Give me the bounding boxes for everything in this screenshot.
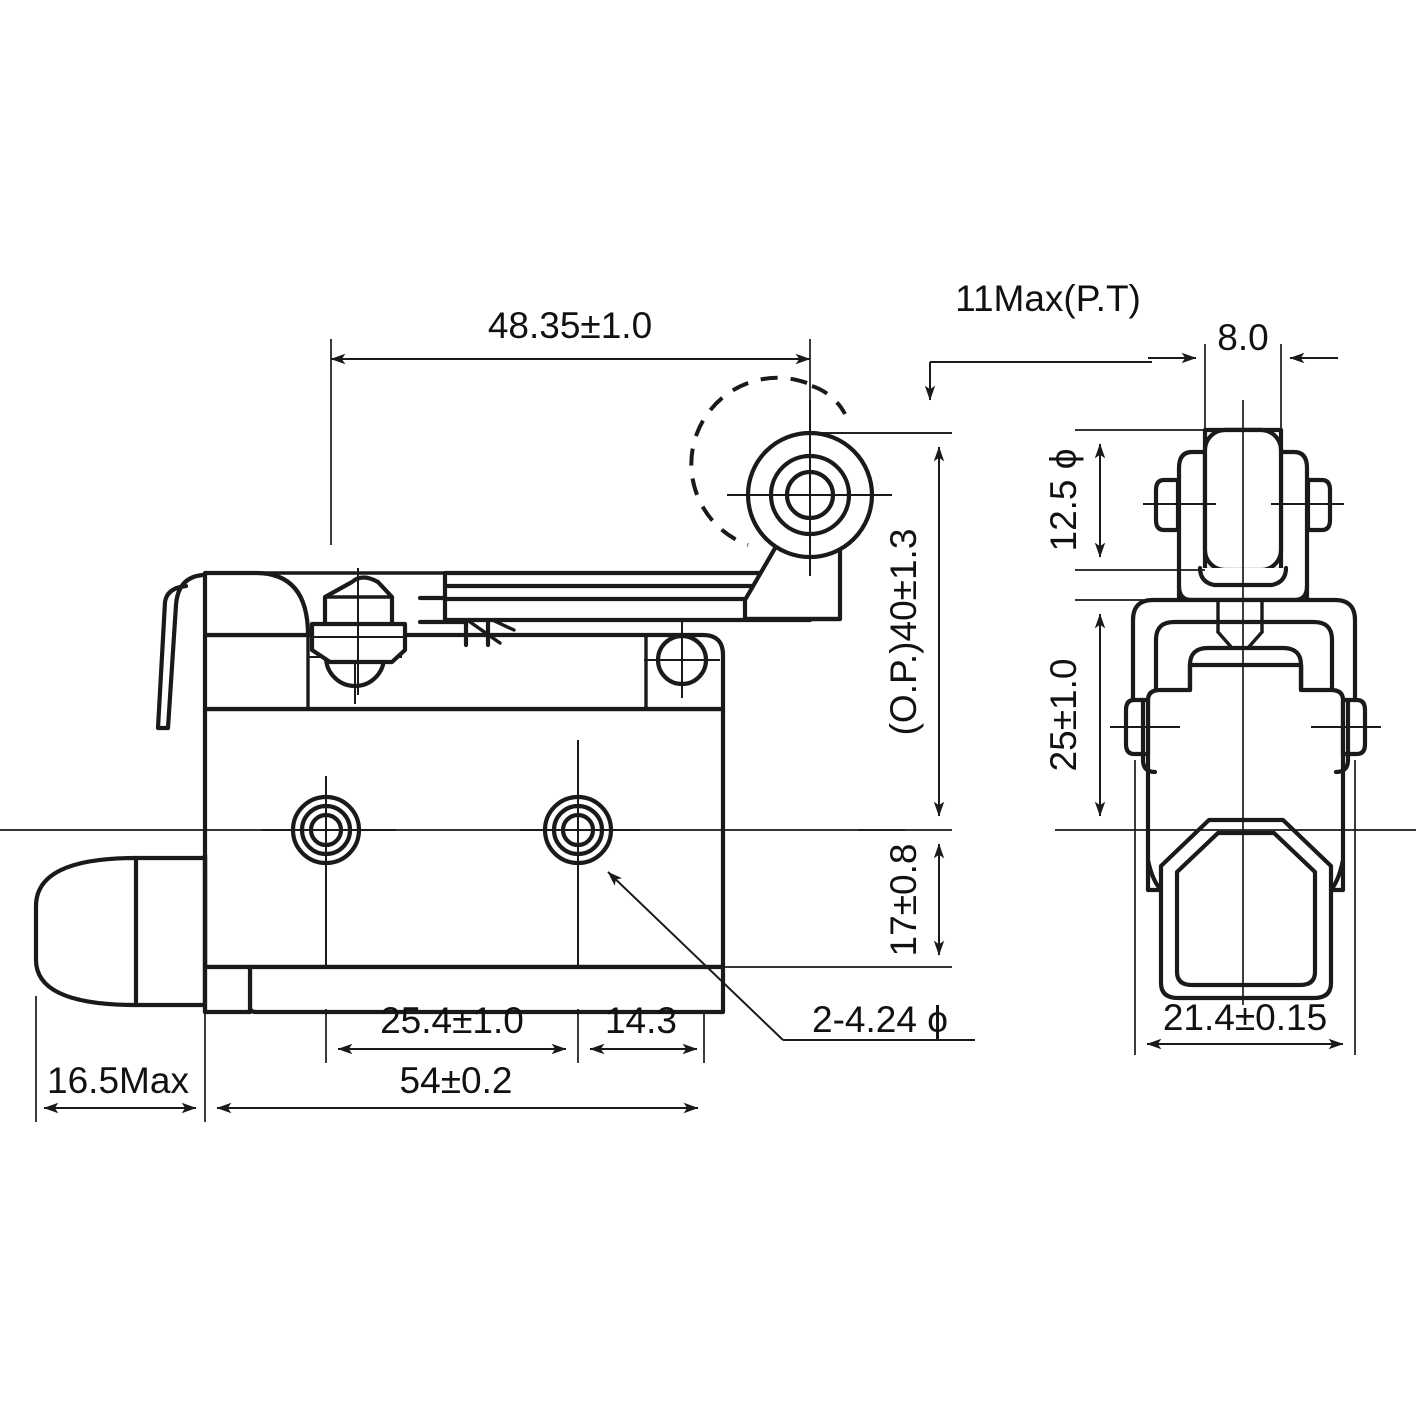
front-center-ribs: [1216, 598, 1264, 634]
dimension-roller-diameter: 12.5 ϕ: [1043, 448, 1084, 551]
front-clip-arms: [1140, 697, 1351, 775]
dimension-hole-to-center: 17±0.8: [883, 844, 924, 957]
side-view-geometry: [0, 375, 905, 1015]
dimension-plunger-length: 16.5Max: [47, 1060, 189, 1101]
plunger-boot: [33, 855, 208, 1008]
pivot-post-centerline: [312, 568, 405, 695]
leader-mounting-holes: [607, 871, 784, 1041]
dimension-operating-position: (O.P.)40±1.3: [883, 529, 924, 736]
terminal-screw-right-centerline: [644, 622, 720, 698]
travel-arc-right: [811, 384, 847, 415]
dimension-body-width: 21.4±0.15: [1163, 997, 1327, 1038]
front-body-shoulder: [1187, 662, 1304, 693]
top-bracket-plate: [202, 570, 311, 638]
side-view-dimensions: 48.35±1.0 11Max(P.T) (O.P.)40±1.3 17±0.8…: [35, 278, 1152, 1122]
switch-body-outline: [202, 706, 726, 970]
dimension-pretravel: 11Max(P.T): [955, 278, 1141, 319]
front-boss-inner: [1174, 830, 1318, 988]
dimension-body-length: 54±0.2: [400, 1060, 513, 1101]
front-body-fillets: [1145, 857, 1346, 893]
dimension-hole-edge: 14.3: [605, 1000, 677, 1041]
dimension-lever-length: 48.35±1.0: [488, 305, 652, 346]
front-view-dimensions: 8.0 12.5 ϕ 25±1.0 21.4±0.15: [1043, 317, 1356, 1055]
dimension-mounting-holes: 2-4.24 ϕ: [812, 999, 948, 1040]
dimension-roller-width: 8.0: [1217, 317, 1268, 358]
front-view-geometry: [1055, 400, 1416, 1005]
front-rib-chamfers: [1216, 630, 1264, 650]
roller-centerline: [727, 400, 892, 576]
travel-arc-left: [689, 375, 808, 547]
dimension-hole-spacing: 25.4±1.0: [380, 1000, 524, 1041]
terminal-spring-left: [155, 572, 206, 731]
dimension-mount-height: 25±1.0: [1043, 659, 1084, 772]
